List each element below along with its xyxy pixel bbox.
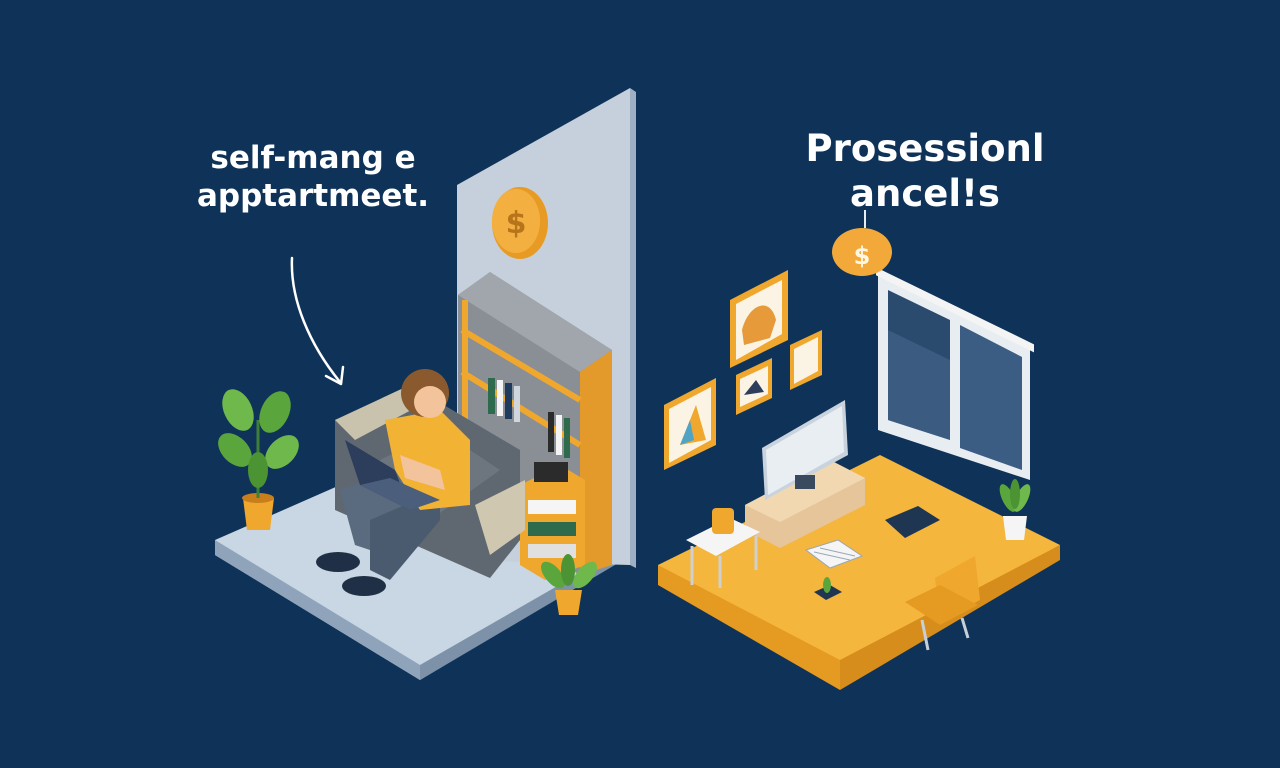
coin-icon: $ [492,187,548,259]
plant-icon-window [999,479,1031,540]
plant-icon-large [218,389,299,530]
side-cabinet [520,462,585,580]
arrow-icon [290,256,342,384]
person-with-laptop [316,369,470,596]
coin-lamp-icon: $ [832,210,892,276]
left-caption-line2: apptartmeet. [196,177,430,214]
left-room: $ [215,88,636,680]
plant-icon-small [541,554,597,615]
tv-monitor [762,400,848,500]
right-caption-line1: Prosessionl [805,127,1045,170]
coin-symbol: $ [506,206,527,241]
wall-frames [664,270,822,470]
lamp-coin-symbol: $ [854,242,871,270]
floor-mat [885,506,940,538]
window [876,267,1034,480]
side-table [686,508,760,588]
right-caption-line2: ancel!s [850,172,1000,216]
right-room: $ [658,210,1060,690]
tv-stand [745,460,865,548]
right-floor [658,455,1060,670]
left-caption-line1: self-mang e [210,140,416,176]
small-plant-tray [814,577,842,600]
left-floor-edge [215,540,420,680]
chair [905,556,980,651]
left-caption: self-mang e apptartmeet. [168,140,458,216]
left-wall-divider [630,88,636,568]
right-caption: Prosessionl ancel!s [770,126,1080,216]
keyboard-icon [804,539,864,569]
